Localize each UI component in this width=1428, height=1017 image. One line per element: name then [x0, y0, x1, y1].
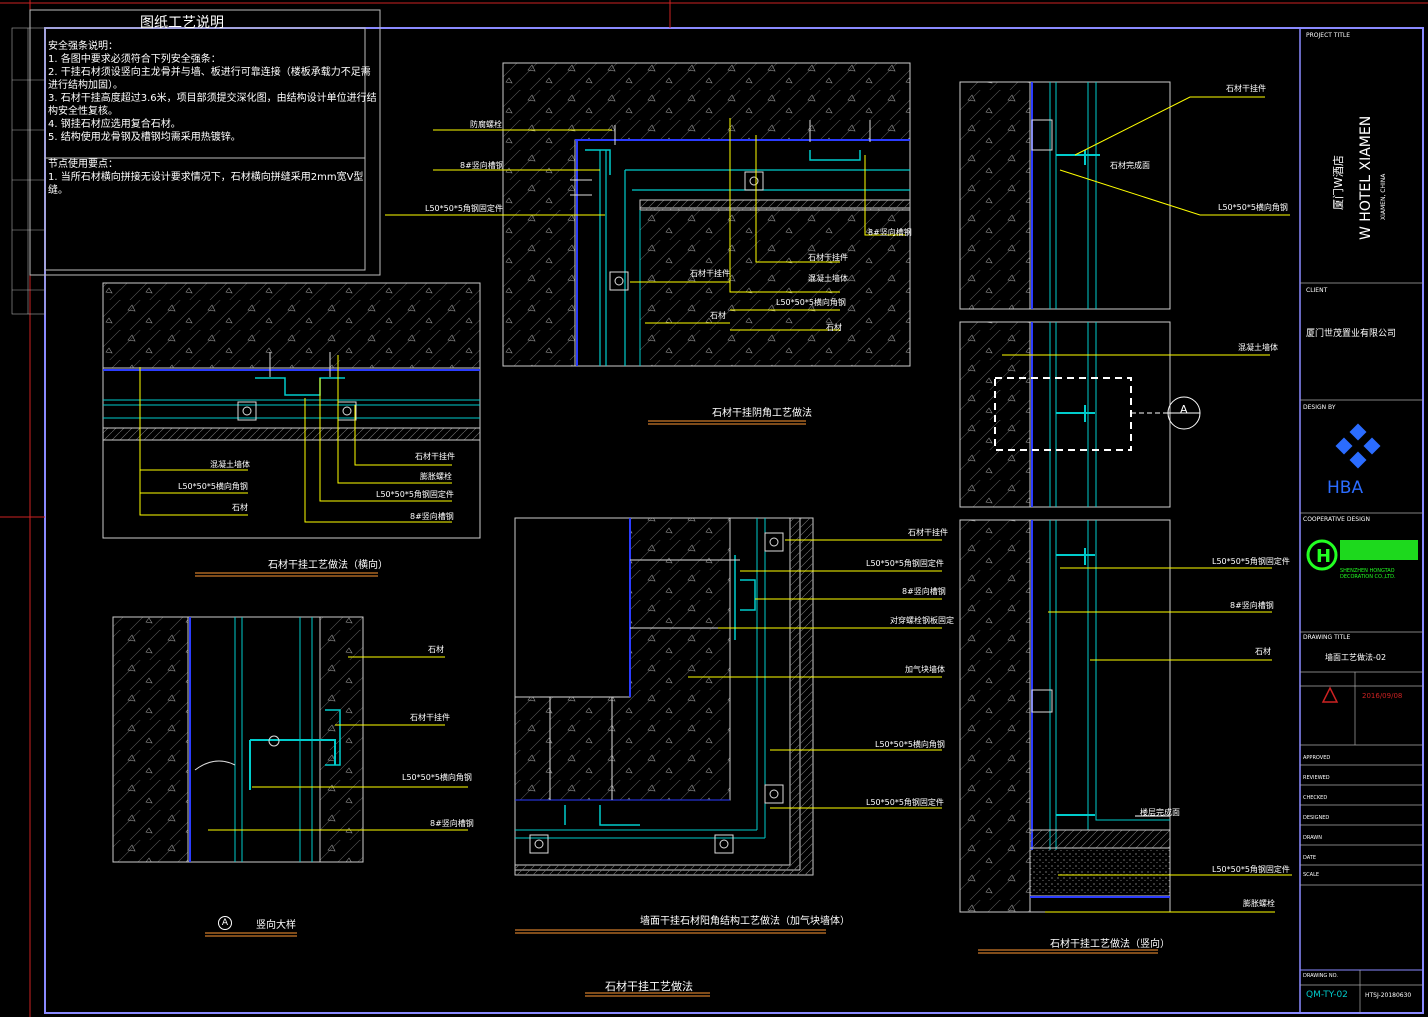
safety-item-1: 1. 各图中要求必须符合下列安全强条： — [48, 54, 221, 65]
client-label: CLIENT — [1306, 287, 1328, 294]
caption-underlines — [195, 420, 1158, 997]
callout-mark: A — [1180, 403, 1188, 416]
label: 楼层完成面 — [1140, 808, 1180, 817]
row-date: DATE — [1303, 855, 1317, 861]
row-checked: CHECKED — [1303, 795, 1328, 801]
client-name: 厦门世茂置业有限公司 — [1306, 329, 1397, 339]
label: 混凝土墙体 — [1238, 343, 1278, 352]
label: 对穿螺栓钢板固定 — [890, 616, 954, 625]
label: 8#竖向槽钢 — [460, 161, 504, 170]
label: 8#竖向槽钢 — [430, 819, 474, 828]
label: L50*50*5横向角钢 — [776, 298, 846, 307]
notes-title: 图纸工艺说明 — [140, 15, 224, 31]
label: 石材 — [710, 311, 726, 320]
notes-frame — [29, 9, 381, 276]
yin-corner-plan — [502, 62, 911, 367]
label: 加气块墙体 — [905, 665, 945, 674]
row-drawn: DRAWN — [1303, 835, 1322, 841]
label: L50*50*5角钢固定件 — [1212, 557, 1290, 566]
drawing-title: 墙面工艺做法-02 — [1325, 653, 1387, 662]
label: L50*50*5横向角钢 — [875, 740, 945, 749]
project-label: PROJECT TITLE — [1306, 32, 1351, 39]
revision-date: 2016/09/08 — [1362, 692, 1403, 700]
notes-body: 安全强条说明： 1. 各图中要求必须符合下列安全强条： 2. 干挂石材须设竖向主… — [48, 40, 378, 197]
label: 8#竖向槽钢 — [902, 587, 946, 596]
coop-label: COOPERATIVE DESIGN — [1303, 516, 1370, 523]
label: 石材干挂件 — [410, 713, 450, 722]
label: 8#竖向槽钢 — [868, 228, 912, 237]
leader-lines — [139, 96, 1292, 913]
label: 混凝土墙体 — [210, 460, 250, 469]
left-revision-strip — [11, 27, 46, 315]
caption-vertical: 石材干挂工艺做法（竖向） — [1050, 939, 1170, 950]
label: 8#竖向槽钢 — [1230, 601, 1274, 610]
drawing-no-label: DRAWING NO. — [1303, 973, 1338, 979]
safety-item-2: 2. 干挂石材须设竖向主龙骨并与墙、板进行可靠连接（楼板承载力不足需进行结构加固… — [48, 67, 371, 91]
label: L50*50*5角钢固定件 — [425, 204, 503, 213]
label: L50*50*5横向角钢 — [402, 773, 472, 782]
job-no: HTSJ-20180630 — [1365, 992, 1412, 999]
project-cn: 厦门W酒店 — [1332, 155, 1345, 210]
label: 石材干挂件 — [808, 253, 848, 262]
safety-title: 安全强条说明： — [48, 41, 118, 52]
horizontal-plan — [102, 282, 481, 539]
label: 石材 — [232, 503, 248, 512]
design-label: DESIGN BY — [1303, 404, 1336, 411]
label: 膨胀螺栓 — [420, 472, 452, 481]
detail-a — [112, 616, 364, 863]
safety-item-5: 5. 结构使用龙骨钢及槽钢均需采用热镀锌。 — [48, 132, 241, 143]
label: L50*50*5角钢固定件 — [376, 490, 454, 499]
caption-detail: 竖向大样 — [256, 920, 296, 931]
label: 8#竖向槽钢 — [410, 512, 454, 521]
label: 石材干挂件 — [908, 528, 948, 537]
label: L50*50*5横向角钢 — [1218, 203, 1288, 212]
label: L50*50*5角钢固定件 — [1212, 865, 1290, 874]
label: 石材干挂件 — [1226, 84, 1266, 93]
label: 防腐螺栓 — [470, 120, 502, 129]
drawing-title-label: DRAWING TITLE — [1303, 634, 1351, 641]
row-reviewed: REVIEWED — [1303, 775, 1330, 781]
label: L50*50*5横向角钢 — [178, 482, 248, 491]
label: 石材 — [428, 645, 444, 654]
label: 石材干挂件 — [690, 269, 730, 278]
node-item-1: 1. 当所石材横向拼接无设计要求情况下，石材横向拼缝采用2mm宽V型缝。 — [48, 172, 364, 196]
hba-logo-mark — [1335, 423, 1381, 469]
label: 膨胀螺栓 — [1243, 899, 1275, 908]
safety-item-3: 3. 石材干挂高度超过3.6米，项目部须提交深化图，由结构设计单位进行结构安全性… — [48, 93, 377, 117]
design-logo-text: HBA — [1327, 478, 1364, 498]
coop-logo-mark: H — [1306, 539, 1418, 571]
project-en: W HOTEL XIAMEN — [1358, 115, 1374, 240]
row-scale: SCALE — [1303, 872, 1320, 878]
caption-yin: 石材干挂阴角工艺做法 — [712, 408, 812, 419]
label: 石材干挂件 — [415, 452, 455, 461]
label: 石材 — [1255, 647, 1271, 656]
coop-name: SHENZHEN HONGTAO DECORATION CO.,LTD. — [1340, 568, 1396, 580]
row-designed: DESIGNED — [1303, 815, 1330, 821]
label: 混凝土墙体 — [808, 274, 848, 283]
label: L50*50*5角钢固定件 — [866, 559, 944, 568]
label: 石材 — [826, 323, 842, 332]
project-sub: XIAMEN, CHINA — [1380, 173, 1387, 220]
node-title: 节点使用要点： — [48, 159, 118, 170]
label: L50*50*5角钢固定件 — [866, 798, 944, 807]
safety-item-4: 4. 钢挂石材应选用复合石材。 — [48, 119, 181, 130]
label: 石材完成面 — [1110, 161, 1150, 170]
detail-mark: A — [218, 916, 232, 930]
caption-main: 石材干挂工艺做法 — [605, 980, 693, 993]
yang-corner-plan — [514, 517, 814, 876]
drawing-no: QM-TY-02 — [1306, 990, 1348, 1000]
vertical-section — [959, 81, 1201, 913]
caption-yang: 墙面干挂石材阳角结构工艺做法（加气块墙体） — [640, 916, 850, 927]
svg-text:H: H — [1316, 546, 1331, 567]
row-approved: APPROVED — [1303, 755, 1331, 761]
caption-horizontal: 石材干挂工艺做法（横向） — [268, 560, 388, 571]
title-block-grid — [1300, 282, 1423, 1013]
revision-triangle-icon — [1321, 686, 1339, 703]
